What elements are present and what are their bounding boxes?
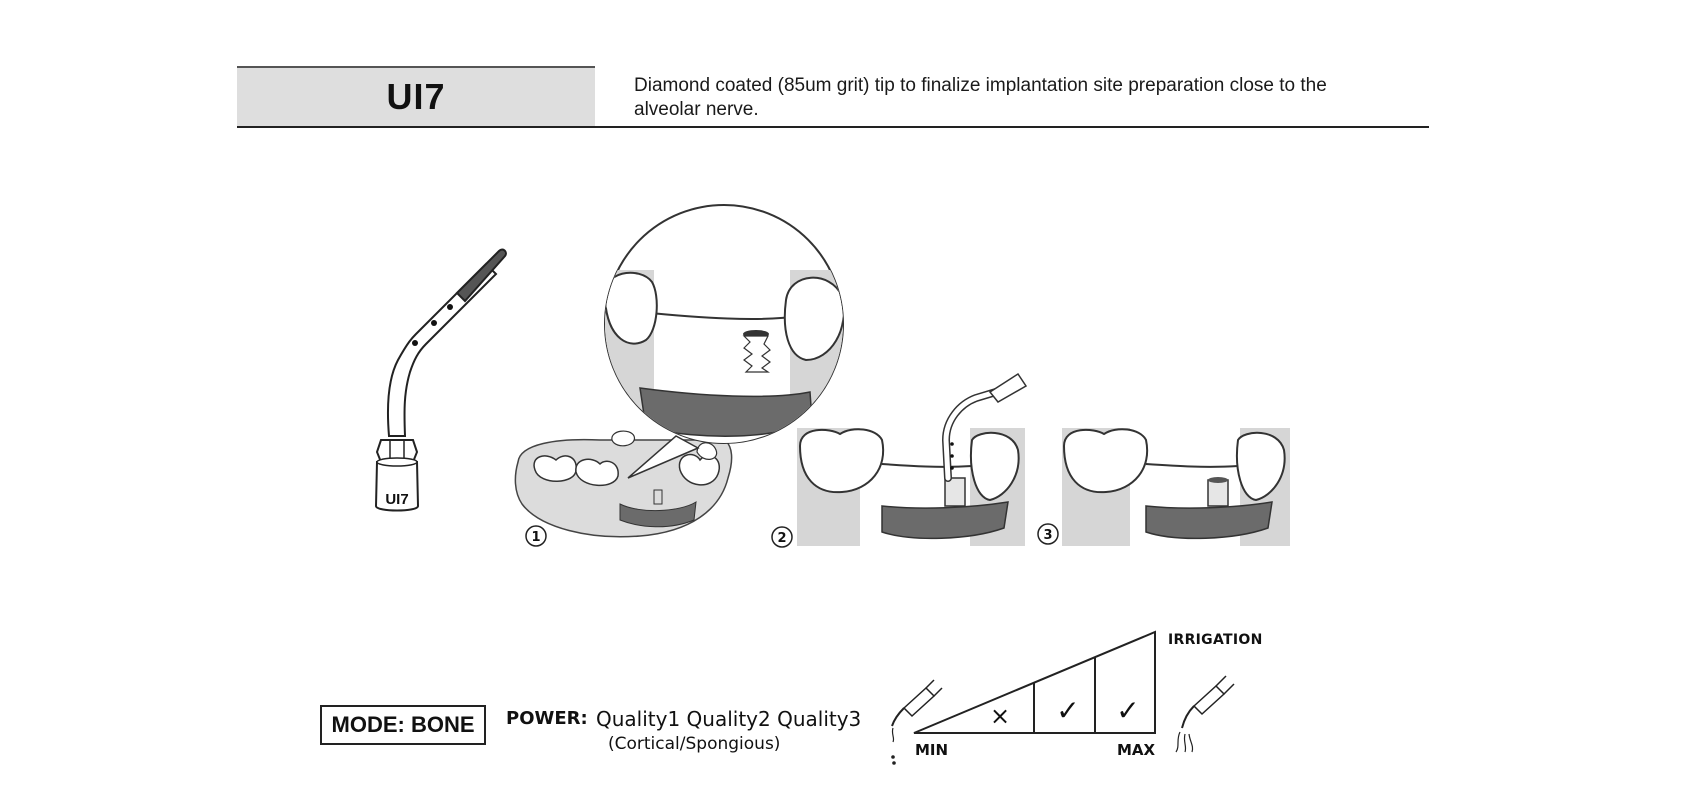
min-irrigation-handpiece-icon	[891, 679, 943, 765]
step2-panel	[797, 372, 1028, 546]
tip-code-band: UI7	[237, 66, 595, 126]
mode-box: MODE: BONE	[320, 705, 486, 745]
irrigation-gauge	[913, 630, 1156, 734]
irrigation-level-1-mark: ×	[990, 702, 1010, 730]
tip-drawing	[374, 248, 507, 512]
step3-marker	[1037, 523, 1059, 545]
step1-marker	[525, 525, 547, 547]
step1-number: 1	[531, 530, 540, 545]
irrigation-min-label: MIN	[915, 741, 949, 759]
irrigation-level-2-mark: ✓	[1056, 694, 1079, 727]
step3-panel	[1062, 428, 1290, 546]
step2-marker	[771, 526, 793, 548]
tip-label: UI7	[385, 491, 408, 508]
step3-number: 3	[1043, 528, 1052, 543]
irrigation-label: IRRIGATION	[1168, 632, 1263, 648]
mode-label: MODE: BONE	[331, 712, 475, 737]
tip-code: UI7	[386, 76, 446, 117]
header-rule	[237, 126, 1429, 128]
max-irrigation-handpiece-icon	[1175, 675, 1235, 753]
step2-number: 2	[777, 531, 786, 546]
power-label: POWER:	[506, 708, 588, 729]
irrigation-max-label: MAX	[1117, 741, 1156, 759]
tip-description: Diamond coated (85um grit) tip to finali…	[634, 75, 1327, 120]
irrigation-level-3-mark: ✓	[1116, 694, 1139, 727]
power-value: Quality1 Quality2 Quality3	[596, 707, 862, 731]
step1-jaw	[514, 430, 733, 538]
power-subtext: (Cortical/Spongious)	[608, 734, 781, 754]
